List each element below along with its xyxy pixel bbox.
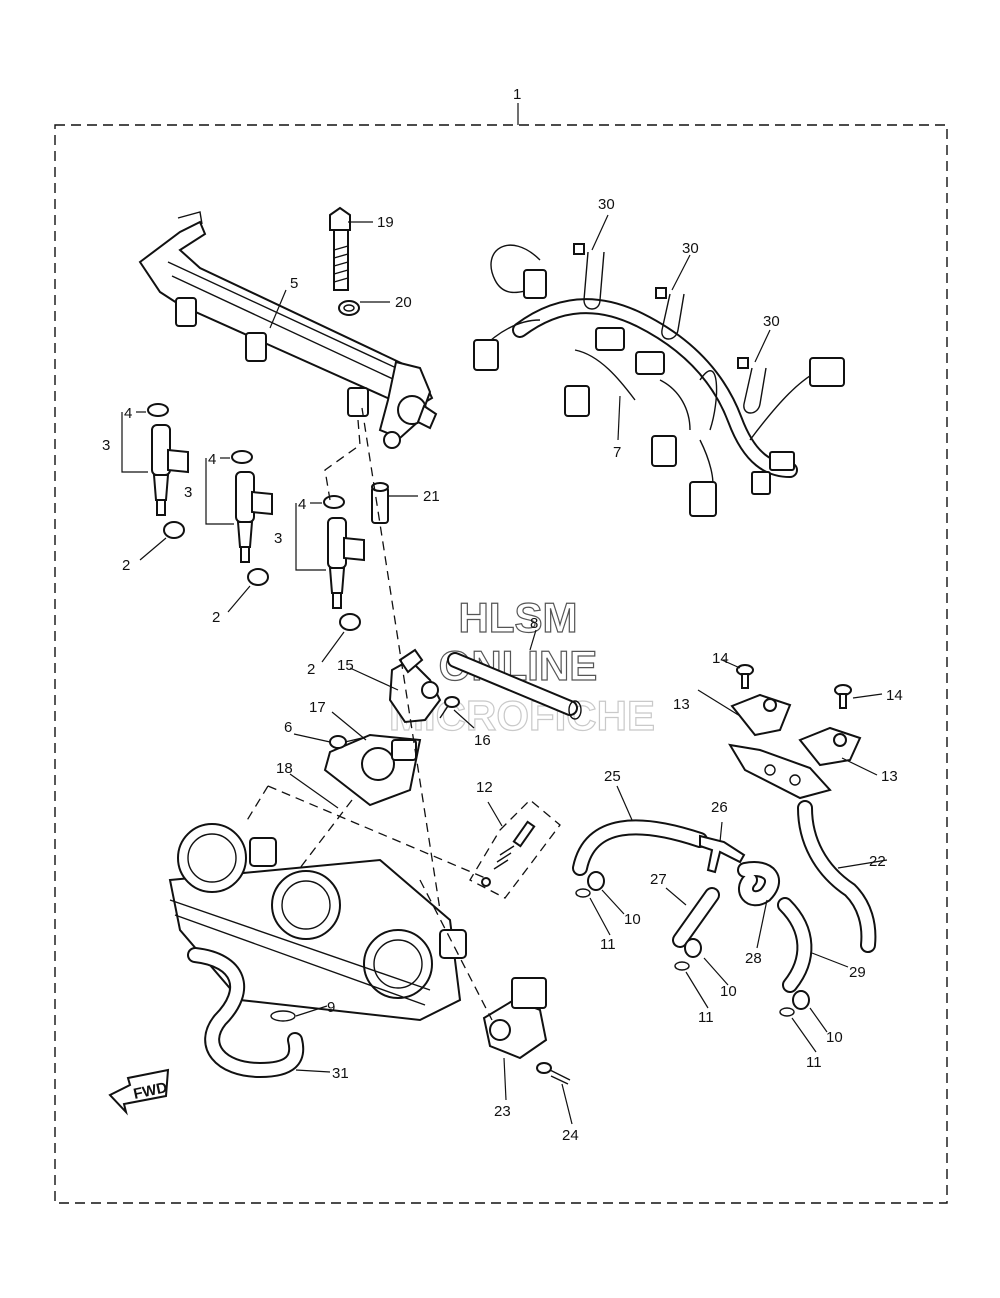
callout-16: 16 <box>474 732 491 749</box>
sensor-23[interactable] <box>482 977 548 1060</box>
callout-3c: 3 <box>274 530 282 547</box>
callout-14b: 14 <box>886 687 903 704</box>
callout-13a: 13 <box>673 696 690 713</box>
callout-21: 21 <box>423 488 440 505</box>
cap-10a[interactable] <box>587 871 605 891</box>
screw-14a[interactable] <box>736 664 754 689</box>
callout-28: 28 <box>745 950 762 967</box>
callout-4b: 4 <box>208 451 216 468</box>
callout-1: 1 <box>513 86 521 103</box>
callout-2a: 2 <box>122 557 130 574</box>
clip-11c[interactable] <box>779 1007 795 1017</box>
callout-7: 7 <box>613 444 621 461</box>
callout-11b: 11 <box>698 1009 714 1026</box>
callout-14a: 14 <box>712 650 729 667</box>
callout-9: 9 <box>327 999 335 1016</box>
wire-harness-7[interactable] <box>473 244 845 517</box>
callout-12: 12 <box>476 779 493 796</box>
clip-30c[interactable] <box>737 357 767 414</box>
hose-28[interactable] <box>737 861 780 907</box>
callout-30c: 30 <box>763 313 780 330</box>
injector-3[interactable] <box>323 495 365 631</box>
callout-23: 23 <box>494 1103 511 1120</box>
injector-2[interactable] <box>231 450 273 586</box>
callout-2c: 2 <box>307 661 315 678</box>
callout-22: 22 <box>869 853 886 870</box>
callout-11c: 11 <box>806 1054 822 1071</box>
sensor-15[interactable] <box>388 648 442 724</box>
collar-21[interactable] <box>371 482 389 524</box>
callout-10b: 10 <box>720 983 737 1000</box>
fuel-rail[interactable] <box>138 211 438 449</box>
callout-10a: 10 <box>624 911 641 928</box>
hose-25[interactable] <box>572 819 708 876</box>
callout-25: 25 <box>604 768 621 785</box>
clip-11b[interactable] <box>674 961 690 971</box>
clip-9[interactable] <box>270 1010 296 1022</box>
assembly-boundary <box>54 124 948 1204</box>
callout-6: 6 <box>284 719 292 736</box>
bolt-19[interactable] <box>329 206 351 291</box>
callout-2b: 2 <box>212 609 220 626</box>
joint-26[interactable] <box>699 834 746 874</box>
callout-29: 29 <box>849 964 866 981</box>
callout-13b: 13 <box>881 768 898 785</box>
valve-12[interactable] <box>469 799 561 899</box>
screw-14b[interactable] <box>834 684 852 709</box>
watermark: HLSM ONLINE MICROFICHE <box>388 593 655 739</box>
screw-16[interactable] <box>439 696 460 719</box>
clip-30b[interactable] <box>655 287 685 340</box>
assembly-lines <box>245 407 493 1021</box>
callout-18: 18 <box>276 760 293 777</box>
bracket-13[interactable] <box>728 693 862 800</box>
cap-10c[interactable] <box>792 990 810 1010</box>
callout-4a: 4 <box>124 405 132 422</box>
forward-arrow-label: FWD <box>132 1079 169 1103</box>
callout-19: 19 <box>377 214 394 231</box>
hose-31[interactable] <box>187 947 305 1079</box>
callout-20: 20 <box>395 294 412 311</box>
callout-30b: 30 <box>682 240 699 257</box>
leader-lines <box>121 103 888 1125</box>
callout-4c: 4 <box>298 496 306 513</box>
callout-15: 15 <box>337 657 354 674</box>
callout-30a: 30 <box>598 196 615 213</box>
gasket-17[interactable] <box>323 733 422 807</box>
washer-20[interactable] <box>338 300 360 316</box>
throttle-body-18[interactable] <box>168 823 467 1022</box>
injector-1[interactable] <box>147 403 189 539</box>
callout-11a: 11 <box>600 936 616 953</box>
callout-26: 26 <box>711 799 728 816</box>
callout-5: 5 <box>290 275 298 292</box>
hose-22[interactable] <box>797 800 877 953</box>
callout-17: 17 <box>309 699 326 716</box>
hose-8[interactable] <box>447 652 582 720</box>
bolt-24[interactable] <box>536 1062 571 1085</box>
watermark-line1: HLSM <box>459 594 578 641</box>
hose-27[interactable] <box>672 887 720 948</box>
clip-30a[interactable] <box>573 243 605 310</box>
cap-10b[interactable] <box>684 938 702 958</box>
callout-31: 31 <box>332 1065 349 1082</box>
callout-labels: 1 19 20 5 21 4 3 4 3 4 3 2 2 2 30 30 30 … <box>102 86 903 1144</box>
forward-arrow-icon: FWD <box>108 1068 170 1116</box>
callout-3b: 3 <box>184 484 192 501</box>
callout-8: 8 <box>530 615 538 632</box>
callout-24: 24 <box>562 1127 579 1144</box>
hose-29[interactable] <box>777 897 813 993</box>
callout-3a: 3 <box>102 437 110 454</box>
callout-27: 27 <box>650 871 667 888</box>
callout-10c: 10 <box>826 1029 843 1046</box>
clip-11a[interactable] <box>575 888 591 898</box>
